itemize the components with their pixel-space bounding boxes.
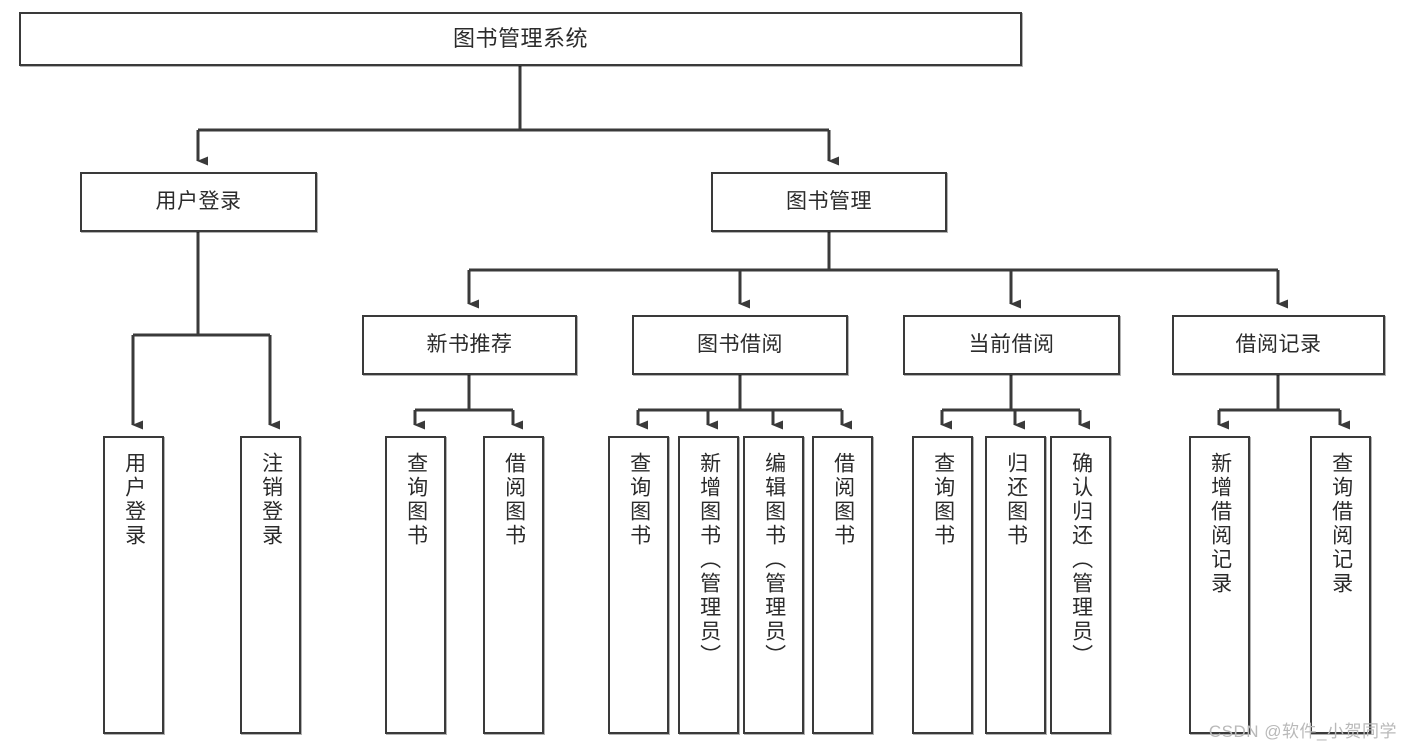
node-root-图书管理系统-label: 图书管理系统 bbox=[452, 26, 588, 52]
node-leaf-query-book-3-label: 查询图书 bbox=[931, 452, 955, 548]
node-current-borrow-label: 当前借阅 bbox=[968, 332, 1055, 356]
node-borrow-record[interactable]: 借阅记录 bbox=[1172, 315, 1385, 375]
node-leaf-edit-book-admin[interactable]: 编辑图书（管理员） bbox=[743, 436, 804, 734]
node-leaf-query-borrow-record[interactable]: 查询借阅记录 bbox=[1310, 436, 1371, 734]
node-leaf-query-book-3[interactable]: 查询图书 bbox=[912, 436, 973, 734]
node-leaf-user-login[interactable]: 用户登录 bbox=[103, 436, 164, 734]
node-new-book-recommend[interactable]: 新书推荐 bbox=[362, 315, 577, 375]
node-leaf-query-book-2[interactable]: 查询图书 bbox=[608, 436, 669, 734]
node-leaf-return-book-label: 归还图书 bbox=[1004, 452, 1028, 548]
node-leaf-confirm-return-admin[interactable]: 确认归还（管理员） bbox=[1050, 436, 1111, 734]
node-leaf-add-book-admin-label: 新增图书（管理员） bbox=[697, 452, 721, 668]
node-leaf-return-book[interactable]: 归还图书 bbox=[985, 436, 1046, 734]
node-leaf-borrow-book-2-label: 借阅图书 bbox=[831, 452, 855, 548]
node-current-borrow[interactable]: 当前借阅 bbox=[903, 315, 1120, 375]
node-user-login-label: 用户登录 bbox=[155, 189, 242, 213]
node-leaf-add-borrow-record[interactable]: 新增借阅记录 bbox=[1189, 436, 1250, 734]
node-leaf-add-borrow-record-label: 新增借阅记录 bbox=[1208, 452, 1232, 596]
node-leaf-borrow-book-1-label: 借阅图书 bbox=[502, 452, 526, 548]
node-root-图书管理系统[interactable]: 图书管理系统 bbox=[19, 12, 1022, 66]
node-book-borrow[interactable]: 图书借阅 bbox=[632, 315, 848, 375]
node-new-book-recommend-label: 新书推荐 bbox=[426, 332, 513, 356]
node-leaf-add-book-admin[interactable]: 新增图书（管理员） bbox=[678, 436, 739, 734]
node-leaf-edit-book-admin-label: 编辑图书（管理员） bbox=[762, 452, 786, 668]
node-borrow-record-label: 借阅记录 bbox=[1235, 332, 1322, 356]
node-leaf-logout-login-label: 注销登录 bbox=[259, 452, 283, 548]
node-leaf-user-login-label: 用户登录 bbox=[122, 452, 146, 548]
node-book-manage[interactable]: 图书管理 bbox=[711, 172, 947, 232]
node-book-borrow-label: 图书借阅 bbox=[697, 332, 783, 356]
node-leaf-borrow-book-2[interactable]: 借阅图书 bbox=[812, 436, 873, 734]
node-leaf-query-book-1[interactable]: 查询图书 bbox=[385, 436, 446, 734]
node-book-manage-label: 图书管理 bbox=[786, 189, 872, 213]
csdn-watermark: CSDN @软件_小贺同学 bbox=[1208, 722, 1397, 741]
node-leaf-query-book-1-label: 查询图书 bbox=[404, 452, 428, 548]
node-leaf-borrow-book-1[interactable]: 借阅图书 bbox=[483, 436, 544, 734]
node-leaf-confirm-return-admin-label: 确认归还（管理员） bbox=[1069, 452, 1093, 668]
node-user-login[interactable]: 用户登录 bbox=[80, 172, 317, 232]
node-leaf-query-book-2-label: 查询图书 bbox=[627, 452, 651, 548]
node-leaf-query-borrow-record-label: 查询借阅记录 bbox=[1329, 452, 1353, 596]
node-leaf-logout-login[interactable]: 注销登录 bbox=[240, 436, 301, 734]
